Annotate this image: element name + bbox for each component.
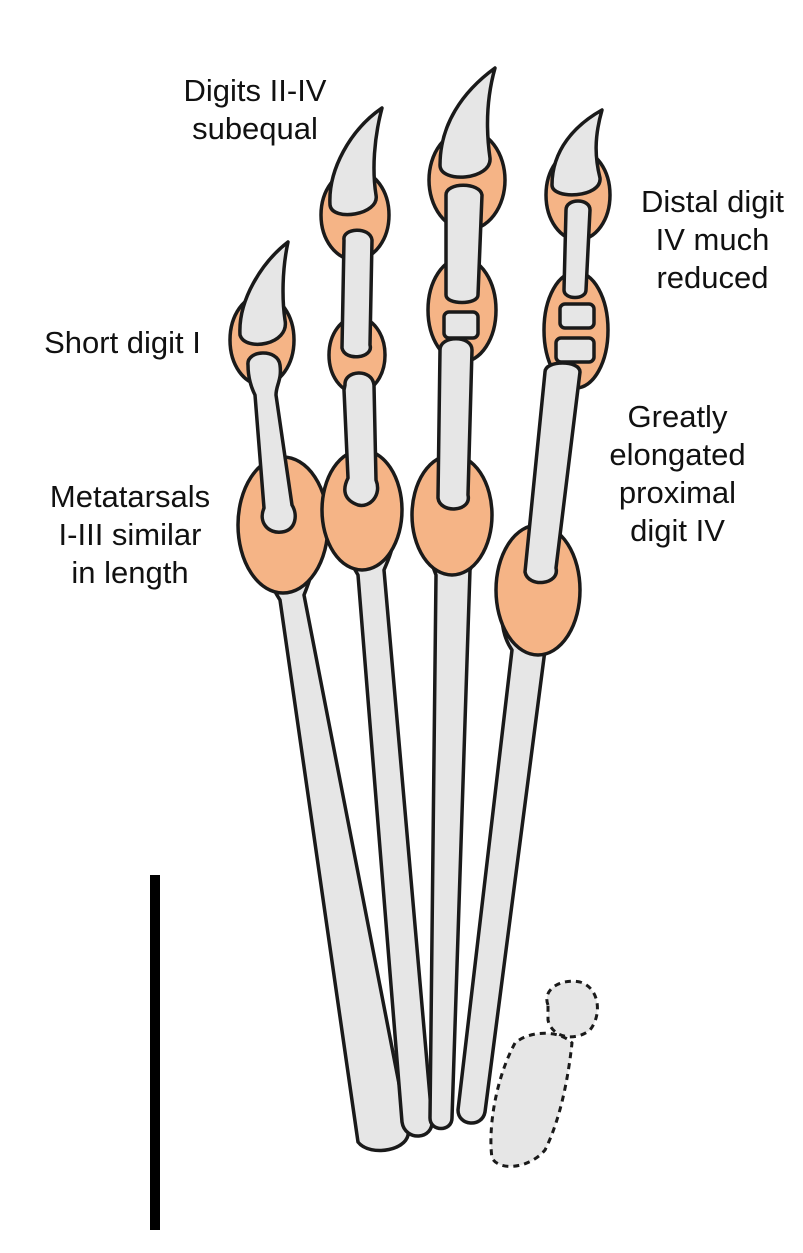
label-line: Metatarsals <box>49 479 211 514</box>
label-line: Greatly <box>627 399 728 434</box>
label-proximal-digit-iv: Greatly elongated proximal digit IV <box>590 398 765 550</box>
scale-bar <box>150 875 160 1230</box>
label-distal-digit-iv: Distal digit IV much reduced <box>625 183 800 297</box>
label-line: in length <box>71 555 189 590</box>
label-line: reduced <box>656 260 769 295</box>
label-line: IV much <box>655 222 770 257</box>
digit-i <box>238 240 297 534</box>
label-line: digit IV <box>630 513 725 548</box>
digit-iv <box>523 108 604 585</box>
label-line: subequal <box>192 111 318 146</box>
label-line: proximal <box>618 475 737 510</box>
label-line: Distal digit <box>641 184 784 219</box>
digit-ii <box>328 106 384 508</box>
label-metatarsals: Metatarsals I-III similar in length <box>30 478 230 592</box>
label-line: I-III similar <box>58 517 202 552</box>
vestigial-digit-outline <box>489 979 599 1168</box>
label-digits-ii-iv: Digits II-IV subequal <box>155 72 355 148</box>
label-line: Digits II-IV <box>183 73 327 108</box>
label-line: Short digit I <box>44 325 201 360</box>
digit-iii <box>436 66 497 511</box>
label-short-digit-i: Short digit I <box>25 324 220 362</box>
label-line: elongated <box>609 437 746 472</box>
